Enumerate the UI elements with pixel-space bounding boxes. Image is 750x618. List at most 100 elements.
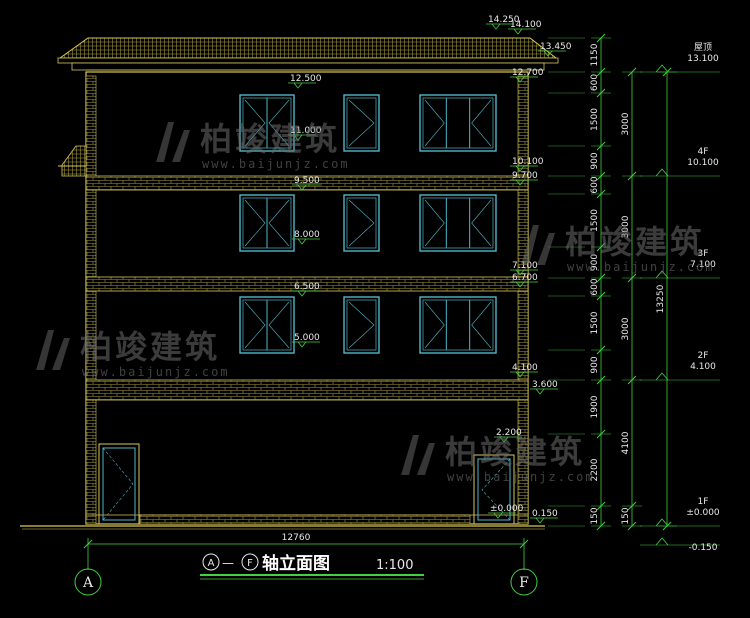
- axis-bubble-f: F: [510, 568, 538, 596]
- elevation-label: 9.500: [294, 176, 320, 186]
- elevation-label: 2.200: [496, 428, 522, 438]
- elevation-mark: 9.500: [292, 176, 320, 191]
- title-axis-start: A: [208, 558, 215, 569]
- title-scale: 1:100: [376, 558, 413, 573]
- watermark-cn: 柏竣建筑: [200, 120, 340, 158]
- dimension-label: 4100: [621, 431, 631, 454]
- watermark-url: www.baijunjz.com: [567, 260, 715, 274]
- floor-elevation: 4.100: [690, 362, 716, 372]
- watermark-logo-icon: [36, 330, 70, 370]
- elevation-mark: ±0.000: [488, 504, 524, 519]
- elevation-mark: 9.700: [510, 171, 538, 186]
- elevation-mark: 8.000: [292, 230, 320, 245]
- door-right: [473, 454, 515, 525]
- elevation-mark: 3.600: [530, 380, 558, 395]
- title-dash: —: [222, 556, 234, 570]
- window: [239, 296, 295, 354]
- watermark-cn: 柏竣建筑: [80, 328, 220, 366]
- elevation-label: 12.500: [290, 74, 322, 84]
- window: [239, 94, 295, 152]
- elevation-label: 9.700: [512, 171, 538, 181]
- title-text: 轴立面图: [262, 553, 330, 574]
- elevation-label: 14.250: [488, 15, 520, 25]
- watermark-url: www.baijunjz.com: [202, 157, 350, 171]
- elevation-mark: 0.150: [530, 509, 558, 524]
- watermark-cn: 柏竣建筑: [445, 433, 585, 471]
- floor-level: 2F4.100: [640, 351, 720, 381]
- window: [343, 94, 380, 152]
- elevation-mark: 14.250: [486, 15, 520, 30]
- window: [419, 296, 497, 354]
- dimension-label: 1500: [590, 311, 600, 334]
- elevation-mark: 6.500: [292, 282, 320, 297]
- elevation-mark: 12.700: [510, 68, 544, 83]
- overall-width-label: 12760: [282, 533, 311, 543]
- dimension-label: 1150: [590, 43, 600, 66]
- watermark-logo-icon: [521, 225, 555, 265]
- elevation-mark: 13.450: [538, 42, 572, 57]
- dim-chain-inner: 1150600150090060015009006001500900190022…: [590, 33, 611, 531]
- drawing-title: A — F 轴立面图 1:100: [200, 553, 424, 580]
- elevation-label: 0.150: [532, 509, 558, 519]
- elevation-label: 10.100: [512, 157, 544, 167]
- floor-elevation: ±0.000: [686, 508, 720, 518]
- watermark-logo-icon: [401, 435, 435, 475]
- floor-name: 2F: [698, 351, 709, 361]
- window: [343, 194, 380, 252]
- building-facade: [58, 71, 529, 525]
- window: [343, 296, 380, 354]
- roof: [57, 37, 559, 71]
- window: [419, 94, 497, 152]
- dimension-label: 2200: [590, 458, 600, 481]
- elevation-mark: 12.500: [288, 74, 322, 89]
- floor-level: -0.150: [640, 537, 720, 553]
- overall-dimension: 12760: [83, 533, 529, 570]
- dimension-label: 600: [590, 74, 600, 91]
- dimension-label: 3000: [621, 112, 631, 135]
- floor-elevation: -0.150: [688, 543, 717, 553]
- elevation-label: 12.700: [512, 68, 544, 78]
- floor-elevation: 10.100: [687, 158, 719, 168]
- elevation-mark: 10.100: [510, 157, 544, 172]
- window: [419, 194, 497, 252]
- dimension-label: 1500: [590, 108, 600, 131]
- dimension-label: 150: [621, 507, 631, 524]
- dimension-label: 900: [590, 356, 600, 373]
- elevation-label: 3.600: [532, 380, 558, 390]
- elevation-label: ±0.000: [490, 504, 524, 514]
- axis-label-a: A: [82, 575, 94, 591]
- floor-elevation: 13.100: [687, 54, 719, 64]
- elevation-mark: 5.000: [292, 333, 320, 348]
- elevation-label: 4.100: [512, 363, 538, 373]
- window: [239, 194, 295, 252]
- title-axis-end: F: [247, 558, 253, 569]
- elevation-label: 6.700: [512, 273, 538, 283]
- floor-levels: 屋顶13.1004F10.1003F7.1002F4.1001F±0.000-0…: [640, 42, 720, 553]
- elevation-mark: 14.100: [508, 20, 542, 35]
- watermarks: 柏竣建筑www.baijunjz.com柏竣建筑www.baijunjz.com…: [36, 120, 715, 484]
- floor-level: 1F±0.000: [640, 497, 720, 527]
- elevation-label: 11.000: [290, 126, 322, 136]
- watermark-logo-icon: [156, 122, 190, 162]
- dimension-label: 900: [590, 254, 600, 271]
- elevation-label: 6.500: [294, 282, 320, 292]
- watermark-url: www.baijunjz.com: [447, 470, 595, 484]
- dimension-label: 600: [590, 278, 600, 295]
- axis-label-f: F: [519, 575, 529, 591]
- dimension-label: 900: [590, 152, 600, 169]
- dimension-label: 1500: [590, 209, 600, 232]
- elevation-mark: 11.000: [288, 126, 322, 141]
- elevation-mark: 2.200: [494, 428, 522, 443]
- elevation-mark: 4.100: [510, 363, 538, 378]
- elevation-label: 7.100: [512, 261, 538, 271]
- elevation-label: 13.450: [540, 42, 572, 52]
- elevation-label: 14.100: [510, 20, 542, 30]
